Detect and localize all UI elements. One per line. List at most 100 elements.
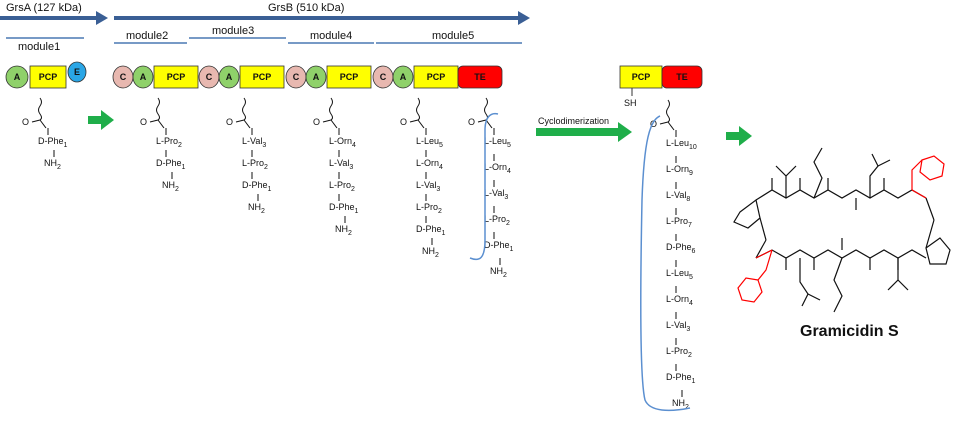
flow-arrow-3	[726, 126, 752, 146]
svg-text:PCP: PCP	[632, 72, 651, 82]
residue-dphe1: D-Phe1	[242, 180, 272, 193]
residue-lval3: L-Val3	[666, 320, 690, 333]
flow-arrows	[88, 110, 752, 146]
carbonyl-oxygen: O	[226, 117, 233, 127]
carbonyl-oxygen: O	[400, 117, 407, 127]
residue-lorn9: L-Orn9	[666, 164, 693, 177]
residue-lpro2: L-Pro2	[329, 180, 355, 193]
flow-arrow-1	[88, 110, 114, 130]
residue-lleu5: L-Leu5	[484, 136, 511, 149]
grsb-domains: C A PCP C A PCP C A PCP C A PCP TE	[112, 65, 503, 89]
sh-label: SH	[624, 98, 637, 108]
svg-text:C: C	[206, 72, 213, 82]
residue-dphe6: D-Phe6	[666, 242, 696, 255]
residue-lpro2: L-Pro2	[156, 136, 182, 149]
amine-terminus: NH2	[248, 202, 265, 215]
amine-terminus: NH2	[162, 180, 179, 193]
residue-lleu5: L-Leu5	[416, 136, 443, 149]
domain-e	[67, 61, 87, 83]
residue-dphe1: D-Phe1	[484, 240, 514, 253]
domain-a-2	[132, 65, 154, 89]
module2-label: module2	[126, 30, 168, 42]
domain-pcp-3	[239, 65, 285, 89]
residue-dphe1: D-Phe1	[156, 158, 186, 171]
flow-arrow-2	[536, 122, 632, 142]
residue-lorn4: L-Orn4	[666, 294, 693, 307]
module4-label: module4	[310, 30, 352, 42]
svg-text:A: A	[400, 72, 407, 82]
carbonyl-oxygen: O	[313, 117, 320, 127]
amine-terminus: NH2	[672, 398, 689, 411]
grsb-label: GrsB (510 kDa)	[268, 2, 344, 14]
module1-label: module1	[18, 41, 60, 53]
gramicidin-s-structure	[733, 147, 951, 313]
carbonyl-oxygen: O	[140, 117, 147, 127]
amine-terminus: NH2	[44, 158, 61, 171]
cyclize-curve-2	[640, 115, 691, 412]
residue-lpro2: L-Pro2	[242, 158, 268, 171]
domain-a-4	[305, 65, 327, 89]
module-lines	[6, 37, 522, 44]
svg-text:C: C	[380, 72, 387, 82]
residue-lval3: L-Val3	[416, 180, 440, 193]
svg-text:TE: TE	[474, 72, 486, 82]
domain-pcp-2	[153, 65, 199, 89]
svg-text:PCP: PCP	[340, 72, 359, 82]
chain-decapeptide: O L-Leu10L-Orn9L-Val8L-Pro7D-Phe6L-Leu5L-…	[650, 99, 697, 411]
residue-lorn4: L-Orn4	[416, 158, 443, 171]
carbonyl-oxygen: O	[22, 117, 29, 127]
residue-dphe1: D-Phe1	[416, 224, 446, 237]
domain-pcp-1	[29, 65, 67, 89]
grsb-arrow	[114, 11, 530, 25]
cyclize-curve-1	[469, 112, 499, 261]
grsa-domains: A PCP E	[5, 61, 87, 89]
residue-lpro2: L-Pro2	[484, 214, 510, 227]
svg-text:PCP: PCP	[167, 72, 186, 82]
amine-terminus: NH2	[490, 266, 507, 279]
module3-label: module3	[212, 25, 254, 37]
release-enzyme: PCP TE SH	[619, 65, 703, 108]
residue-lleu5: L-Leu5	[666, 268, 693, 281]
svg-text:PCP: PCP	[39, 72, 58, 82]
residue-dphe1: D-Phe1	[38, 136, 68, 149]
domain-te-release	[661, 65, 703, 89]
svg-text:PCP: PCP	[427, 72, 446, 82]
residue-lpro7: L-Pro7	[666, 216, 692, 229]
d-phe-residues	[737, 155, 945, 303]
domain-a-5	[392, 65, 414, 89]
svg-text:C: C	[120, 72, 127, 82]
product-name: Gramicidin S	[800, 323, 899, 340]
carbonyl-oxygen: O	[468, 117, 475, 127]
svg-text:A: A	[14, 72, 21, 82]
residue-lorn4: L-Orn4	[329, 136, 356, 149]
residue-lorn4: L-Orn4	[484, 162, 511, 175]
residue-lleu10: L-Leu10	[666, 138, 697, 151]
peptidyl-chains: OD-Phe1NH2OL-Pro2D-Phe1NH2OL-Val3L-Pro2D…	[22, 97, 697, 411]
residue-lpro2: L-Pro2	[666, 346, 692, 359]
residue-dphe1: D-Phe1	[329, 202, 359, 215]
residue-dphe1: D-Phe1	[666, 372, 696, 385]
carbonyl-oxygen: O	[650, 119, 657, 129]
domain-pcp-4	[326, 65, 372, 89]
domain-a-1	[5, 65, 29, 89]
grsa-arrow	[0, 11, 108, 25]
cyclodimerization-label: Cyclodimerization	[538, 116, 609, 126]
domain-a-3	[218, 65, 240, 89]
svg-text:A: A	[140, 72, 147, 82]
residue-lval3: L-Val3	[329, 158, 353, 171]
svg-text:A: A	[226, 72, 233, 82]
residue-lval3: L-Val3	[484, 188, 508, 201]
residue-lval8: L-Val8	[666, 190, 690, 203]
residue-lpro2: L-Pro2	[416, 202, 442, 215]
domain-te	[457, 65, 503, 89]
svg-text:A: A	[313, 72, 320, 82]
grsa-label: GrsA (127 kDa)	[6, 2, 82, 14]
